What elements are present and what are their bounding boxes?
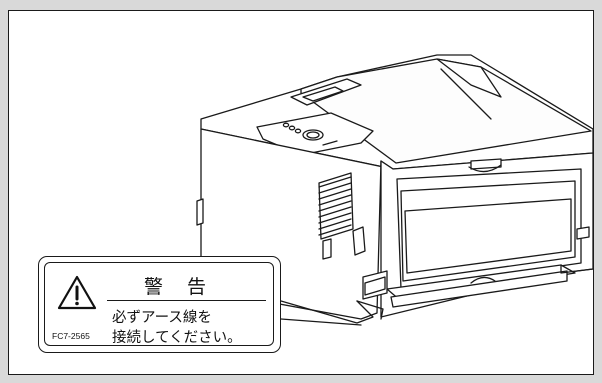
ground-terminal (352, 226, 366, 256)
callout-leader (280, 300, 374, 324)
printer-illustration (196, 54, 594, 326)
label-code: FC7-2565 (52, 331, 90, 341)
warning-text-line-1: 必ずアース線を (112, 310, 212, 326)
warning-triangle-icon (57, 275, 97, 310)
illustration-frame: 警 告 必ずアース線を 接続してください。 FC7-2565 (8, 10, 594, 375)
warning-label: 警 告 必ずアース線を 接続してください。 FC7-2565 (38, 256, 281, 353)
top-cover (300, 58, 592, 164)
warning-divider (107, 300, 266, 301)
warning-text-line-2: 接続してください。 (112, 330, 242, 346)
vent-grille (318, 172, 354, 240)
warning-label-inner: 警 告 必ずアース線を 接続してください。 FC7-2565 (44, 262, 274, 346)
warning-title: 警 告 (144, 276, 216, 298)
power-socket (322, 238, 332, 260)
